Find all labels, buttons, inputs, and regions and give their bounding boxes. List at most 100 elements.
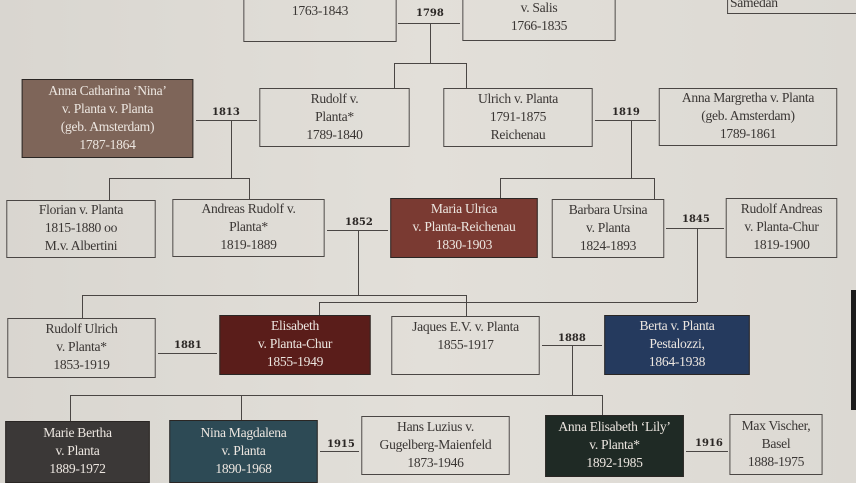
connector [466,63,468,88]
connector [109,178,249,180]
connector [319,302,697,304]
person-box-jaques[interactable]: Jaques E.V. v. Planta 1855-1917 [391,316,540,375]
person-name: Jaques E.V. v. Planta [412,320,519,335]
connector [70,395,72,421]
person-dates: 1824-1893 [579,238,637,254]
person-dates: 1766-1835 [510,19,568,34]
connector [500,178,654,180]
person-box-andreas-rudolf[interactable]: Andreas Rudolf v.Planta*1819-1889 [172,199,325,257]
person-name: v. Planta-Chur [744,220,819,235]
person-name: Max Vischer, [741,418,811,434]
person-box-anna-elisabeth[interactable]: Anna Elisabeth ‘Lily’v. Planta*1892-1985 [545,415,684,477]
person-box-hans-luzius[interactable]: Hans Luzius v. Gugelberg-Maienfeld 1873-19… [361,416,510,475]
person-box-samedan[interactable]: Samedan [727,0,856,14]
person-dates: 1853-1919 [53,358,110,373]
connector [666,228,724,230]
person-name: Elisabeth [271,319,319,334]
person-box-top-left[interactable]: 1763-1843 [243,0,397,42]
connector [109,178,111,200]
person-dates: 1873-1946 [407,455,464,471]
connector [82,295,466,297]
person-dates: 1855-1917 [437,338,494,353]
connector [320,451,359,453]
person-dates: 1890-1968 [215,461,272,477]
person-box-elisabeth[interactable]: Elisabeth v. Planta-Chur 1855-1949 [219,315,371,375]
person-dates: 1855-1949 [266,355,324,370]
person-box-anna-catharina[interactable]: Anna Catharina ‘Nina’v. Planta v. Planta… [21,79,194,158]
person-box-anna-margretha[interactable]: Anna Margretha v. Planta (geb. Amsterdam)… [658,88,838,146]
person-note: (geb. Amsterdam) [60,119,155,135]
person-dates: 1787-1864 [79,137,136,153]
connector [394,63,396,88]
person-name: Planta* [315,109,354,125]
person-name: Anna Margretha v. Planta [681,91,815,106]
page-edge-shadow [851,290,856,410]
connector [358,230,360,295]
person-name: Berta v. Planta [639,319,715,334]
person-name: Barbara Ursina [568,202,648,218]
connector [82,295,84,318]
person-name: Marie Bertha [43,426,112,441]
person-name: v. Planta [221,443,266,459]
person-dates: 1864-1938 [648,355,706,370]
person-dates: 1819-1900 [753,238,810,253]
connector [430,23,432,63]
person-spouse: M.v. Albertini [44,239,118,254]
person-name: Ulrich v. Planta [477,91,559,107]
person-dates: 1892-1985 [586,456,643,471]
connector [158,353,217,355]
person-dates: 1819-1889 [220,238,277,253]
marriage-year: 1798 [416,8,444,19]
connector [398,23,460,25]
person-dates: 1889-1972 [49,462,106,477]
person-name: Rudolf v. [310,91,359,107]
person-name: Anna Catharina ‘Nina’ [48,83,167,99]
connector [654,178,656,199]
connector [241,395,243,420]
connector [595,120,656,122]
person-name: Rudolf Andreas [740,202,823,217]
connector [602,395,604,415]
person-name: Anna Elisabeth ‘Lily’ [558,420,671,435]
person-dates: 1888-1975 [747,454,805,470]
connector [572,345,574,395]
person-place: Reichenau [490,127,546,143]
connector [394,63,466,65]
connector [466,295,468,316]
marriage-year: 1916 [695,438,723,449]
person-box-barbara-ursina[interactable]: Barbara Ursina v. Planta 1824-1893 [551,199,665,258]
marriage-year: 1881 [174,340,202,351]
connector [249,178,251,199]
connector [196,120,257,122]
person-box-rudolf-andreas[interactable]: Rudolf Andreas v. Planta-Chur 1819-1900 [725,198,838,258]
person-name: Florian v. Planta [38,203,124,218]
person-box-rudolf[interactable]: Rudolf v. Planta* 1789-1840 [259,88,410,147]
connector [500,178,502,198]
marriage-year: 1845 [682,214,710,225]
connector [697,228,699,302]
connector [319,302,321,315]
marriage-year: 1852 [345,217,373,228]
marriage-year: 1915 [327,439,355,450]
connector [686,451,728,453]
person-name: v. Planta [585,220,631,236]
person-name: Gugelberg-Maienfeld [379,437,492,453]
person-dates: 1763-1843 [291,4,349,19]
person-name: Hans Luzius v. [397,419,474,435]
person-place: Samedan [730,0,778,11]
marriage-year: 1813 [212,107,240,118]
marriage-year: 1888 [558,333,586,344]
person-name: v. Planta-Chur [257,337,333,352]
person-note: (geb. Amsterdam) [701,109,795,124]
person-dates: 1789-1840 [306,127,363,143]
person-dates: 1791-1875 [489,109,547,125]
